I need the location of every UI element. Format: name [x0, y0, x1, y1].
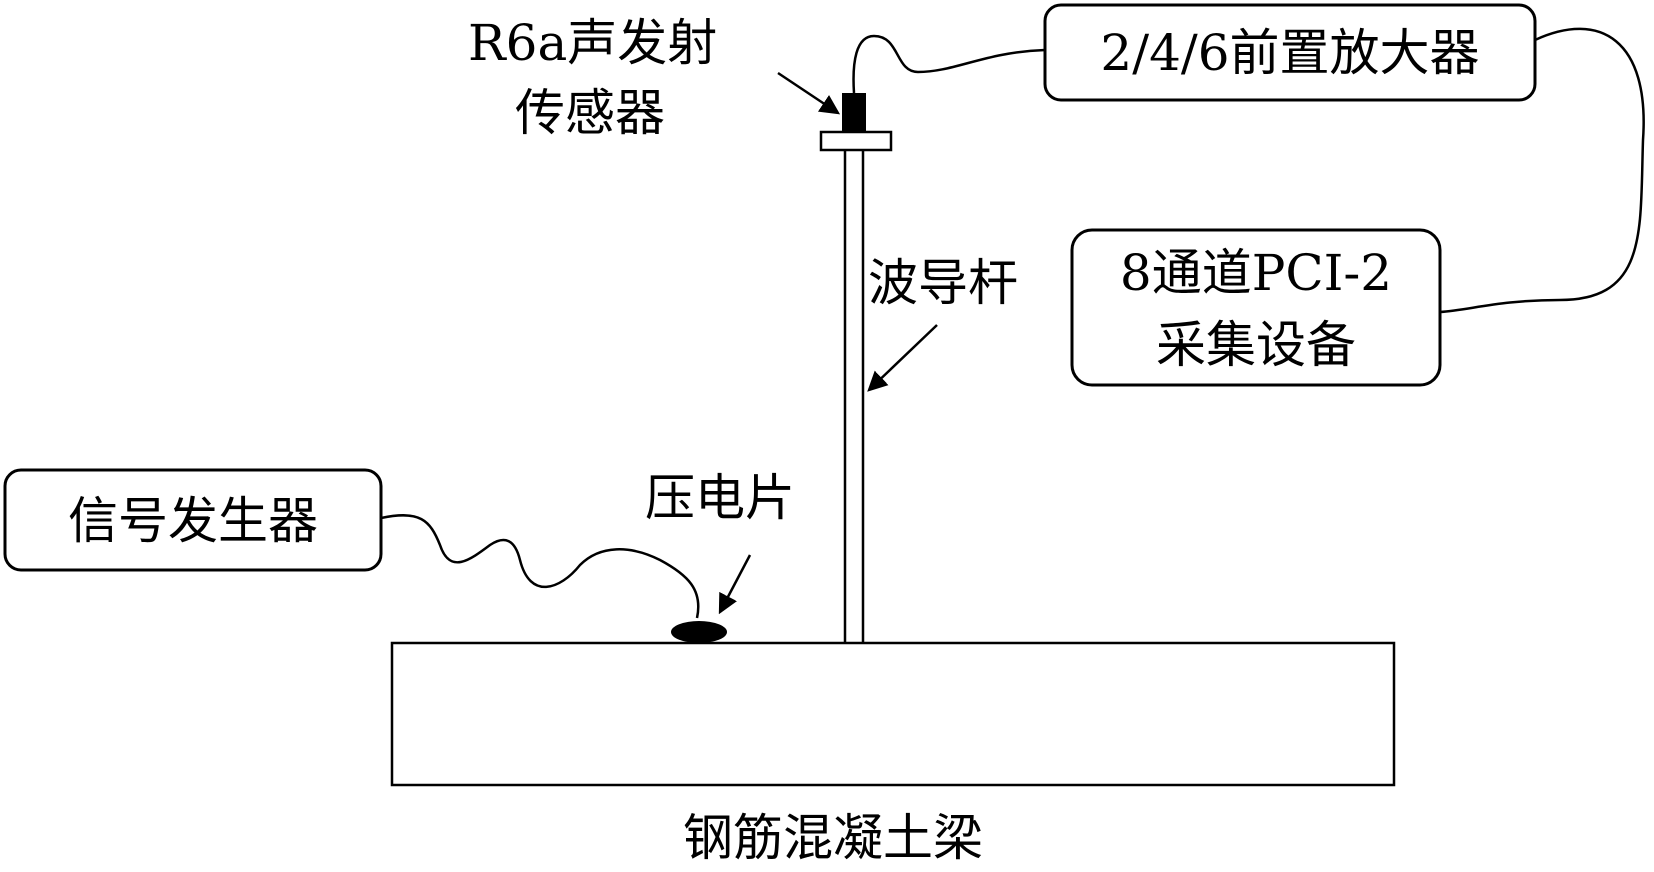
piezo-patch	[671, 621, 727, 643]
svg-text:2/4/6前置放大器: 2/4/6前置放大器	[1100, 24, 1479, 82]
sensor-label: R6a声发射 传感器	[468, 14, 717, 142]
svg-text:采集设备: 采集设备	[1156, 316, 1356, 374]
svg-text:传感器: 传感器	[515, 84, 665, 142]
svg-text:R6a声发射: R6a声发射	[468, 14, 717, 72]
piezo-arrow	[718, 554, 752, 615]
waveguide-arrow	[867, 324, 938, 392]
signal-generator-box: 信号发生器	[3, 468, 383, 572]
ae-sensor	[842, 93, 866, 132]
svg-text:8通道PCI-2: 8通道PCI-2	[1120, 244, 1392, 302]
waveguide-rod	[843, 150, 865, 643]
piezo-label: 压电片	[645, 469, 795, 527]
cable-sensor-preamp	[852, 34, 1046, 94]
rod-cap	[819, 130, 893, 152]
cable-preamp-daq	[1439, 27, 1645, 314]
daq-box: 8通道PCI-2 采集设备	[1070, 228, 1442, 387]
cable-generator-piezo	[380, 514, 700, 619]
concrete-beam	[390, 641, 1396, 787]
svg-text:信号发生器: 信号发生器	[68, 492, 318, 550]
sensor-arrow	[777, 71, 841, 115]
waveguide-label: 波导杆	[868, 254, 1018, 312]
beam-label: 钢筋混凝土梁	[683, 809, 983, 867]
preamp-box: 2/4/6前置放大器	[1043, 3, 1537, 102]
